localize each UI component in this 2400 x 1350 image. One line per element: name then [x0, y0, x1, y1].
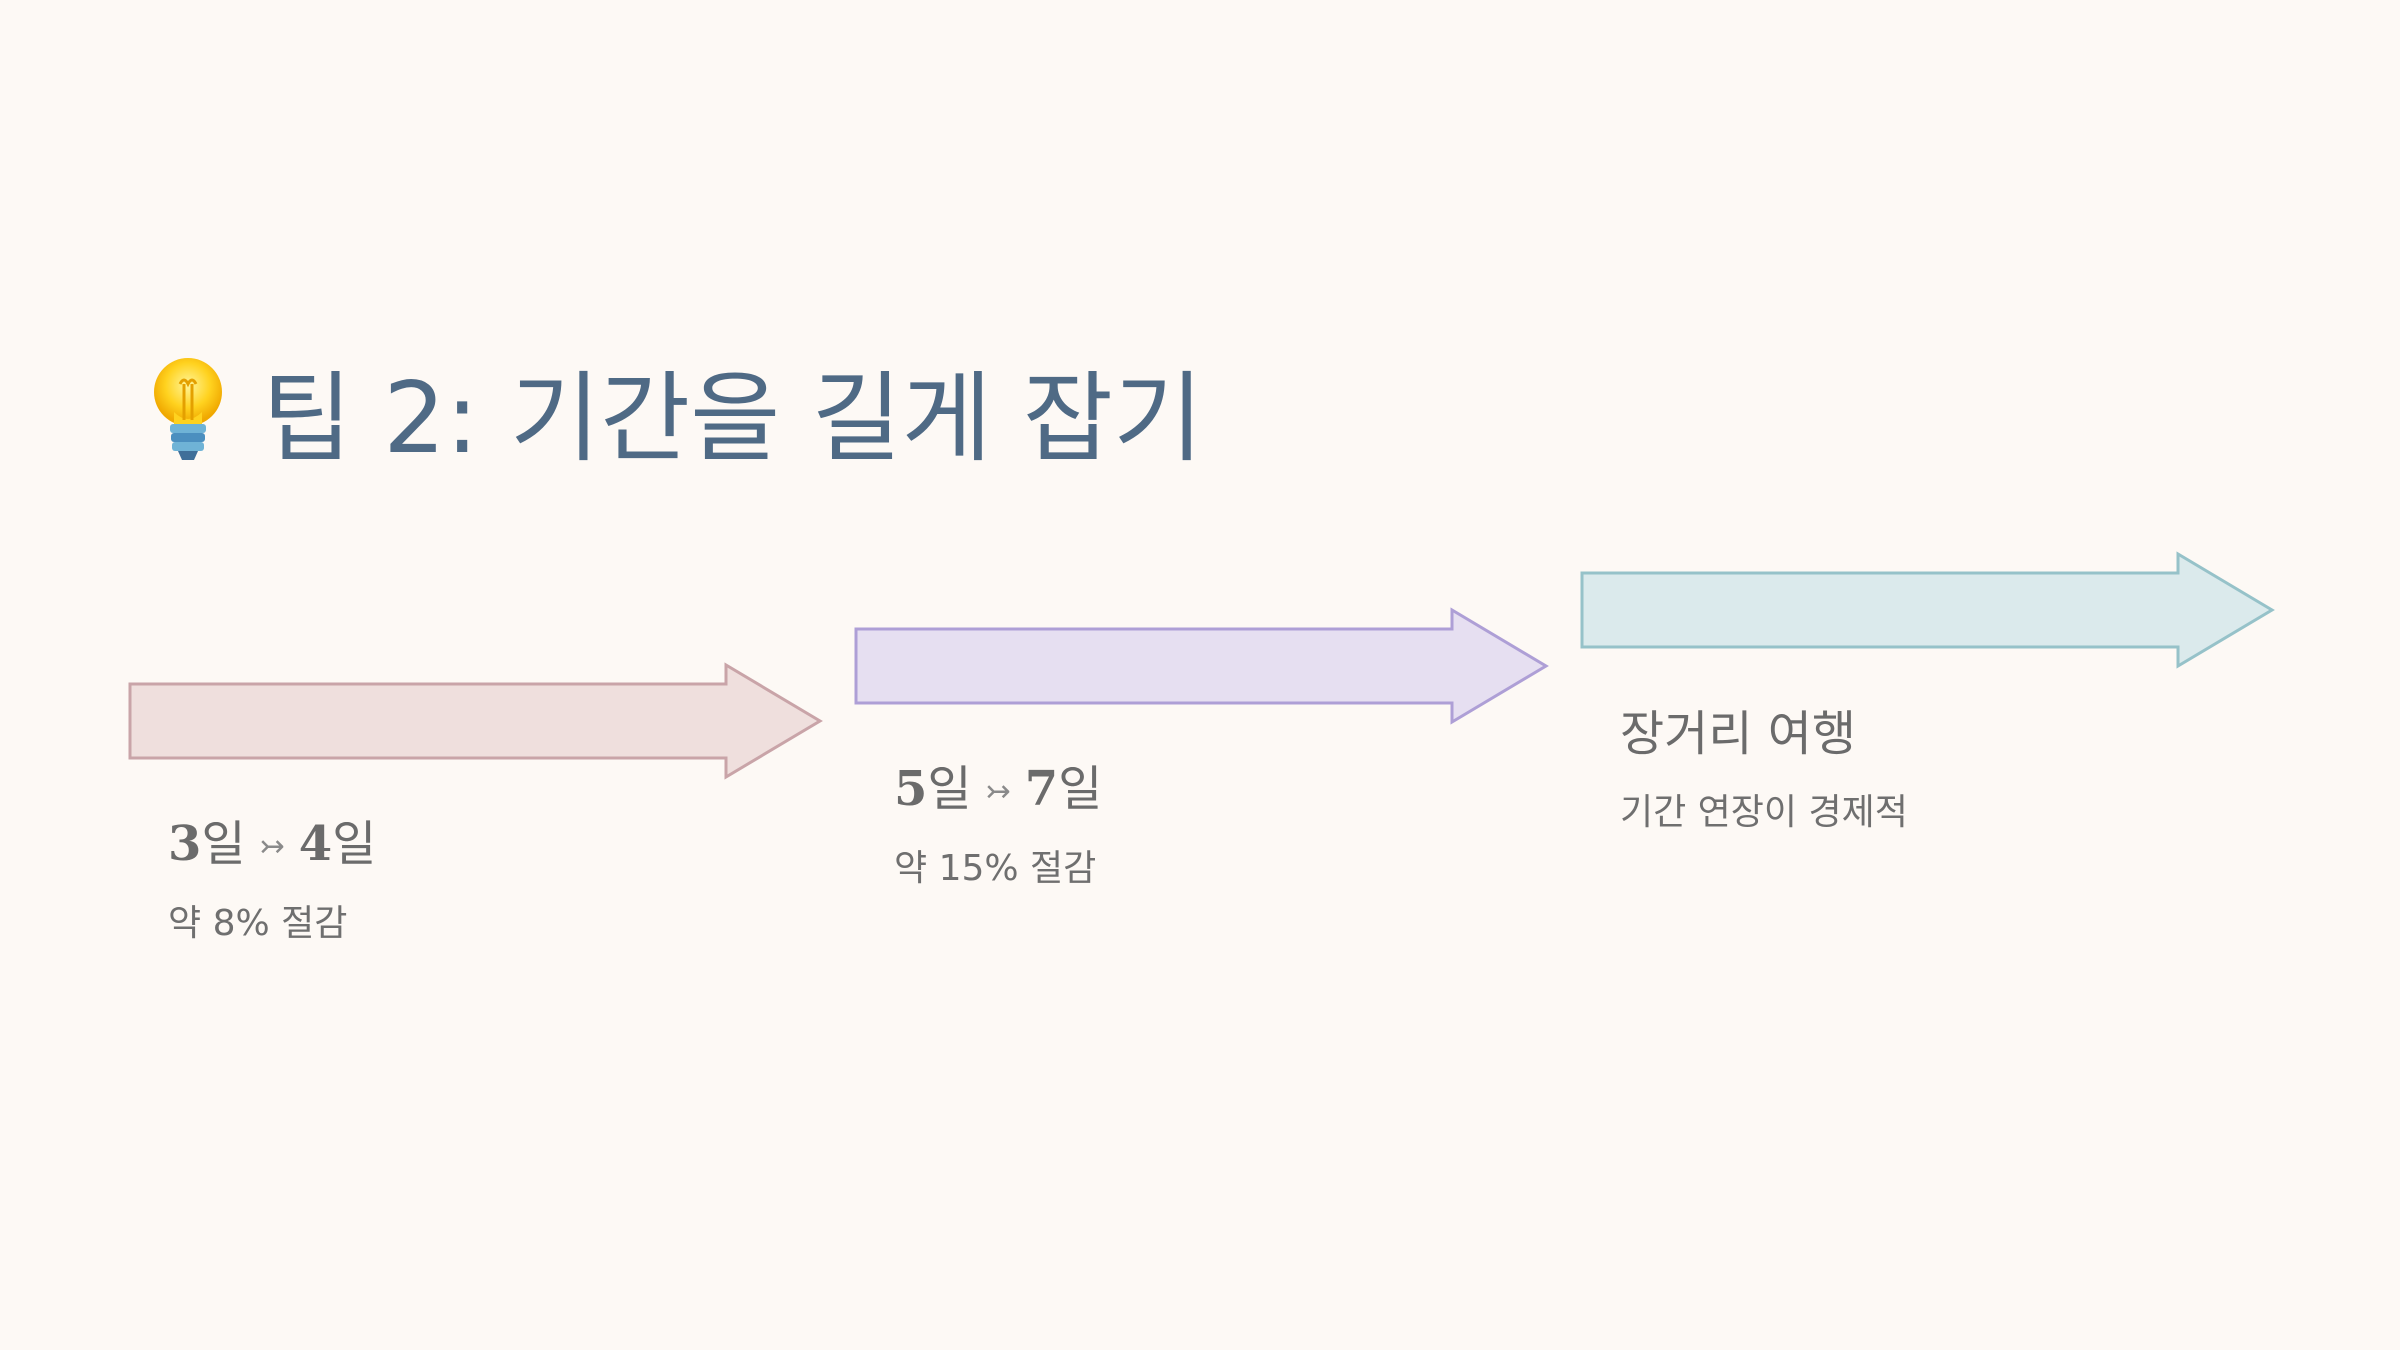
arrow-step-2	[854, 607, 1549, 725]
step-1-to-number: 4	[298, 816, 333, 872]
page-title: 팁 2: 기간을 길게 잡기	[140, 350, 1203, 476]
arrow-step-3	[1580, 551, 2275, 669]
step-2-from-unit: 일	[927, 761, 972, 817]
step-1-from-number: 3	[168, 816, 202, 872]
arrow-step-1-shape	[128, 662, 823, 780]
step-1-from-unit: 일	[201, 816, 246, 872]
step-1-to-unit: 일	[332, 816, 377, 872]
arrow-step-1	[128, 662, 823, 780]
step-1-connector-icon: ↣	[259, 829, 285, 864]
step-2-from-number: 5	[894, 761, 928, 817]
step-3-subtitle: 기간 연장이 경제적	[1620, 792, 1908, 833]
step-2-to-unit: 일	[1058, 761, 1103, 817]
step-2-connector-icon: ↣	[985, 774, 1011, 809]
step-1-subtitle: 약 8% 절감	[168, 903, 348, 944]
arrow-step-3-shape	[1580, 551, 2275, 669]
step-3-title: 장거리 여행	[1620, 706, 1857, 762]
step-1-title: 3일↣4일	[168, 820, 376, 868]
page-title-text: 팁 2: 기간을 길게 잡기	[262, 362, 1204, 476]
lightbulb-icon	[154, 358, 222, 460]
step-2-subtitle: 약 15% 절감	[894, 848, 1097, 889]
step-2-title: 5일↣7일	[894, 765, 1102, 813]
arrow-step-2-shape	[854, 607, 1549, 725]
step-2-to-number: 7	[1024, 761, 1059, 817]
